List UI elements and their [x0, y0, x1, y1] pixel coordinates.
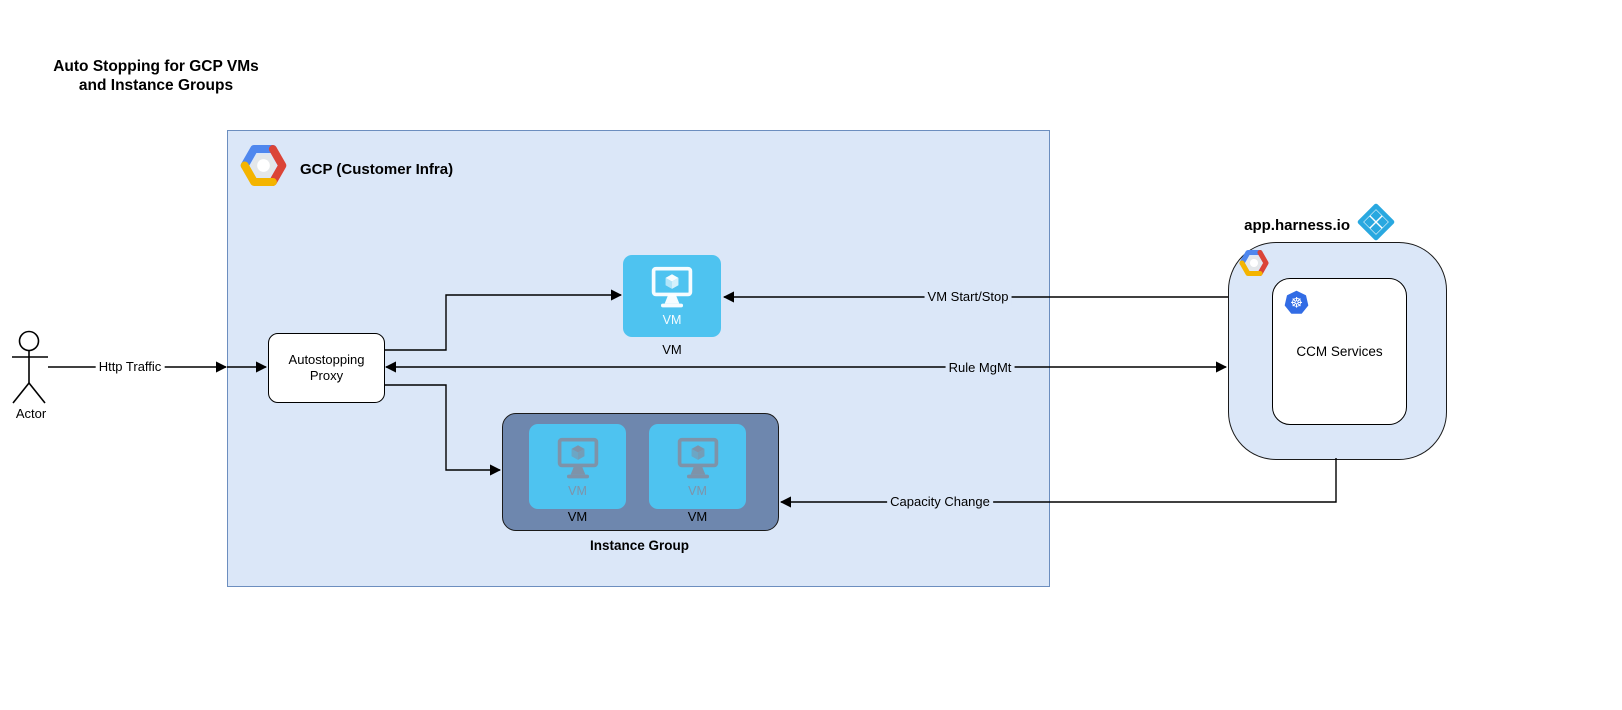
instance-group-vm-tile-1: VM [529, 424, 626, 509]
vm-tile: VM [623, 255, 721, 337]
vm-monitor-icon [651, 266, 693, 308]
instance-group-label: Instance Group [589, 538, 689, 553]
harness-logo-icon [1357, 203, 1395, 241]
capacity-change-label: Capacity Change [887, 494, 993, 510]
gcp-box-label: GCP (Customer Infra) [300, 161, 454, 178]
vm-start-stop-label: VM Start/Stop [924, 289, 1012, 305]
diagram-title-line2: and Instance Groups [78, 77, 234, 94]
vm-monitor-icon [677, 437, 718, 478]
instance-group-vm-tile-2: VM [649, 424, 746, 509]
rule-mgmt-label: Rule MgMt [945, 360, 1015, 376]
instance-group-vm-label-2: VM [687, 509, 708, 524]
diagram-title: Auto Stopping for GCP VMs and Instance G… [30, 57, 282, 95]
instance-group-vm-label-1: VM [567, 509, 588, 524]
actor-icon [12, 330, 48, 404]
autostopping-proxy-label: Autostopping Proxy [288, 352, 365, 383]
http-traffic-label: Http Traffic [95, 359, 165, 375]
diagram-title-line1: Auto Stopping for GCP VMs [53, 58, 259, 75]
vm-tile-text: VM [662, 313, 682, 327]
ccm-services-label: CCM Services [1296, 344, 1383, 359]
kubernetes-icon: ☸ [1284, 290, 1309, 314]
vm-monitor-icon [557, 437, 598, 478]
vm-label: VM [662, 342, 682, 357]
svg-text:☸: ☸ [1290, 296, 1303, 312]
harness-domain-label: app.harness.io [1244, 217, 1350, 234]
harness-gcp-logo-icon [1239, 249, 1269, 277]
gcp-logo-icon [240, 145, 287, 186]
instance-group-vm-tile-text: VM [688, 483, 707, 498]
autostopping-proxy-box: Autostopping Proxy [268, 333, 385, 403]
actor-label: Actor [15, 406, 47, 421]
instance-group-vm-tile-text: VM [568, 483, 587, 498]
instance-group-box: VM VM VM VM [502, 413, 779, 531]
